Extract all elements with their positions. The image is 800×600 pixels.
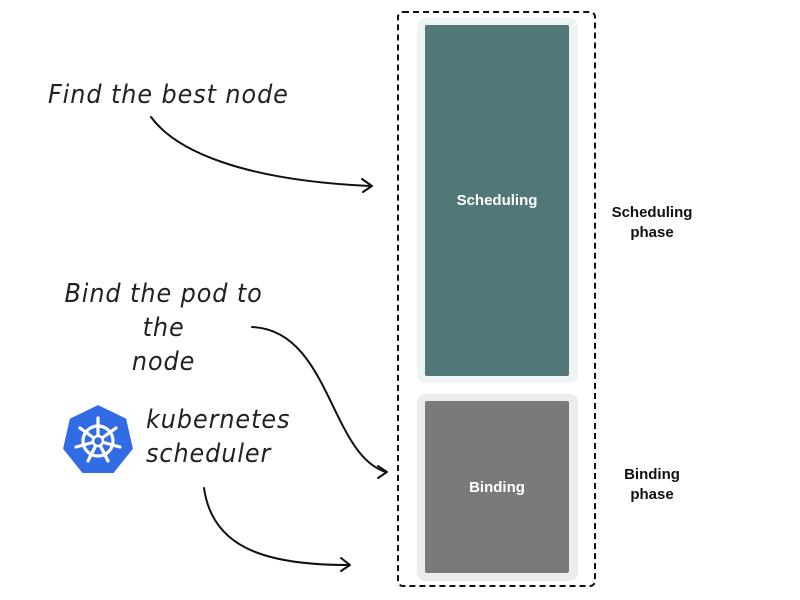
pipeline-frame <box>397 11 596 587</box>
bind-pod-note: Bind the pod to the node <box>44 277 283 379</box>
arrow-scheduler <box>203 487 349 566</box>
arrow-scheduler-head <box>340 557 351 572</box>
scheduling-phase-label: Scheduling phase <box>592 203 712 243</box>
arrow-find-best-node-head <box>361 178 373 193</box>
scheduler-note-line1: kubernetes <box>146 405 291 435</box>
scheduling-box: Scheduling <box>425 25 569 376</box>
bind-pod-note-line2: node <box>131 347 196 377</box>
binding-phase-label-line1: Binding <box>624 466 680 483</box>
scheduling-phase-label-line2: phase <box>630 224 674 241</box>
scheduling-phase-label-line1: Scheduling <box>611 204 693 221</box>
kubernetes-scheduler-note: kubernetes scheduler <box>146 403 291 471</box>
arrow-bind-pod-head <box>377 465 388 479</box>
find-best-node-note: Find the best node <box>48 80 289 110</box>
binding-phase-label: Binding phase <box>592 465 712 505</box>
binding-box-label: Binding <box>469 478 525 496</box>
binding-phase-label-line2: phase <box>630 486 674 503</box>
binding-box: Binding <box>425 401 569 573</box>
arrow-find-best-node <box>150 116 371 187</box>
kubernetes-logo-icon <box>61 403 135 475</box>
bind-pod-note-line1: Bind the pod to the <box>64 279 263 343</box>
scheduler-note-line2: scheduler <box>146 439 272 469</box>
scheduling-box-label: Scheduling <box>456 192 538 209</box>
